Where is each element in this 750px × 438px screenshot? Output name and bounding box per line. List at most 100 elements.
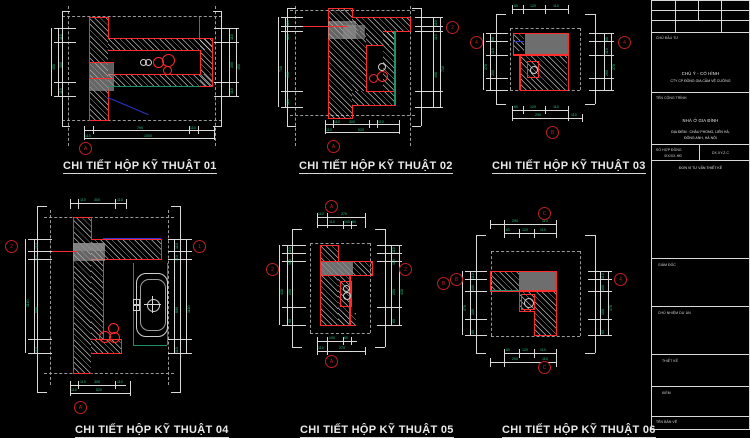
outline-red (372, 261, 373, 276)
dim-text: 430 (400, 289, 404, 295)
dim-tick (512, 106, 513, 121)
frame-line (287, 8, 288, 126)
grid-bubble: 4 (618, 36, 631, 49)
dim-text: 110 (59, 34, 63, 40)
dim-tick (325, 120, 326, 134)
dim-tick (54, 82, 76, 83)
dim-text: 710 (441, 66, 445, 72)
dim-tick (519, 349, 520, 358)
dim-tick (589, 55, 614, 56)
dim-tick (588, 279, 612, 280)
detail-02: 110 300 110 520 110 110 110 490 710 110 … (265, 0, 465, 180)
dim-line (317, 225, 357, 226)
edge-green (133, 345, 167, 346)
dim-line (512, 110, 568, 111)
dim-tick (415, 31, 443, 32)
outline-red (320, 325, 356, 326)
dim-tick (377, 325, 402, 326)
dim-text: 520 (358, 128, 364, 132)
dim-text: 110 (329, 220, 335, 224)
frame-line (171, 206, 181, 207)
dim-line (236, 28, 237, 96)
outline-red (108, 38, 213, 39)
outline-red (320, 245, 339, 246)
dim-tick (365, 213, 366, 228)
duct-fill (525, 33, 568, 55)
frame-line (62, 11, 63, 127)
outline-red (121, 339, 122, 353)
dim-tick (589, 41, 614, 42)
dim-tick (490, 220, 491, 229)
outline-red (328, 8, 329, 118)
dim-line (325, 124, 399, 125)
dim-text: 790 (137, 126, 143, 130)
dim-text: 60 (514, 4, 518, 8)
dim-tick (70, 381, 71, 396)
grid-bubble: B (546, 126, 559, 139)
outline-red (520, 55, 521, 90)
dim-text: 450 (52, 64, 56, 70)
outline-red (366, 91, 396, 92)
outline-red (91, 217, 92, 239)
pipe-circle (163, 66, 172, 75)
dim-tick (281, 26, 303, 27)
outline-red (73, 217, 92, 218)
detail-03-title: CHI TIẾT HỘP KỸ THUẬT 03 (492, 160, 646, 174)
duct-fill (89, 79, 114, 91)
dim-tick (343, 337, 344, 345)
dim-text: 490 (286, 72, 290, 78)
dim-tick (115, 199, 116, 209)
revision-sep (698, 1, 699, 21)
frame-line (496, 104, 506, 105)
dim-tick (545, 5, 546, 14)
grid-bubble: 4 (614, 273, 627, 286)
dim-tick (282, 307, 306, 308)
dim-text: 110 (35, 347, 39, 353)
dim-tick (504, 349, 505, 367)
pipe-circle (378, 63, 386, 71)
dim-text: 200 (288, 289, 292, 295)
dim-tick (317, 337, 318, 355)
wall-hatch (91, 259, 103, 339)
dim-text: 890 (175, 307, 179, 313)
dim-text: 110 (601, 273, 605, 279)
wall-hatch (490, 271, 519, 291)
outline-red (108, 74, 201, 75)
dim-tick (333, 120, 334, 128)
dim-tick (523, 5, 524, 14)
viewport-line (310, 243, 311, 333)
outline-red (350, 275, 351, 325)
dim-tick (78, 199, 79, 209)
frame-line (496, 14, 506, 15)
viewport-line (295, 6, 296, 146)
outline-red (212, 38, 213, 87)
wall-hatch (91, 239, 161, 259)
dim-text: 300 (230, 62, 234, 68)
outline-red (320, 261, 373, 262)
dim-tick (490, 358, 491, 367)
frame-line (375, 229, 385, 230)
dim-line (279, 245, 280, 325)
dim-text: 110 (35, 243, 39, 249)
outline-red (89, 120, 109, 121)
outline-red (568, 33, 569, 90)
detail-05: 110 270 110 100 60 100 60 110 270 110 11… (265, 195, 455, 430)
contract-label: SỐ HỢP ĐỒNG (656, 148, 682, 152)
dim-tick (589, 33, 614, 34)
wall-hatch (513, 33, 524, 51)
dim-text: 110 (540, 228, 546, 232)
wall-hatch (352, 17, 410, 31)
dim-tick (504, 220, 505, 238)
outline-red (366, 45, 367, 91)
frame-line (476, 353, 486, 354)
dim-text: 110 (318, 346, 324, 350)
dim-tick (588, 335, 612, 336)
detail-04-title: CHI TIẾT HỘP KỸ THUẬT 04 (75, 424, 229, 438)
dim-tick (168, 353, 192, 354)
viewport-line (50, 210, 51, 385)
outline-red (513, 55, 568, 56)
dim-text: 60 (605, 37, 609, 41)
dim-line (287, 245, 288, 325)
pipe-circle (343, 285, 350, 292)
dim-line (483, 33, 484, 90)
